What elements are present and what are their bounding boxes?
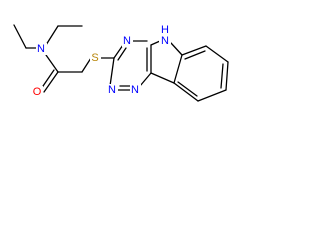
atom-n-amide: N xyxy=(37,43,45,55)
bond-benz-2 xyxy=(205,45,229,63)
bonds-group xyxy=(13,24,229,102)
bond-pyr-nh-c xyxy=(170,42,183,56)
bond-benz-3-dbl xyxy=(220,63,224,89)
bond-pyr-c-c9b xyxy=(150,72,175,84)
bond-benz-4 xyxy=(197,89,227,102)
bond-n-carbonyl xyxy=(45,54,59,73)
bond-tri-c3-n4 xyxy=(113,44,124,59)
bond-benz-1 xyxy=(181,45,207,56)
bond-tri-c9b-n1 xyxy=(139,72,152,87)
bond-benz-1-dbl xyxy=(184,50,206,60)
atom-s-thioether: S xyxy=(91,52,98,64)
bond-ethyl1-a xyxy=(13,24,27,49)
bond-ethyl2-a xyxy=(45,25,59,46)
bond-ch2-s xyxy=(81,57,92,73)
atom-labels-group: N O S N H N N N xyxy=(32,24,171,98)
bond-benz-3 xyxy=(225,61,229,91)
bond-tri-c3-n4-dbl xyxy=(117,47,127,61)
bond-pyr-c4a-nh xyxy=(150,40,161,46)
atom-h-indole: H xyxy=(161,24,169,36)
atom-n-ring-3: N xyxy=(108,84,116,96)
bond-carbonyl-o-2 xyxy=(40,69,55,90)
bond-benz-5 xyxy=(173,82,199,102)
atom-n-ring-1: N xyxy=(123,35,131,47)
bond-tri-n2-c3 xyxy=(109,57,115,87)
bond-carbonyl-o-1 xyxy=(43,71,59,93)
bond-benz-5-dbl xyxy=(177,81,198,97)
atom-n-ring-2: N xyxy=(131,84,139,96)
molecule-structure-diagram: N O S N H N N N xyxy=(13,24,229,102)
atom-o-carbonyl: O xyxy=(33,86,42,98)
bond-pyr-c-c xyxy=(173,54,183,84)
atom-n-indole: N xyxy=(161,35,169,47)
